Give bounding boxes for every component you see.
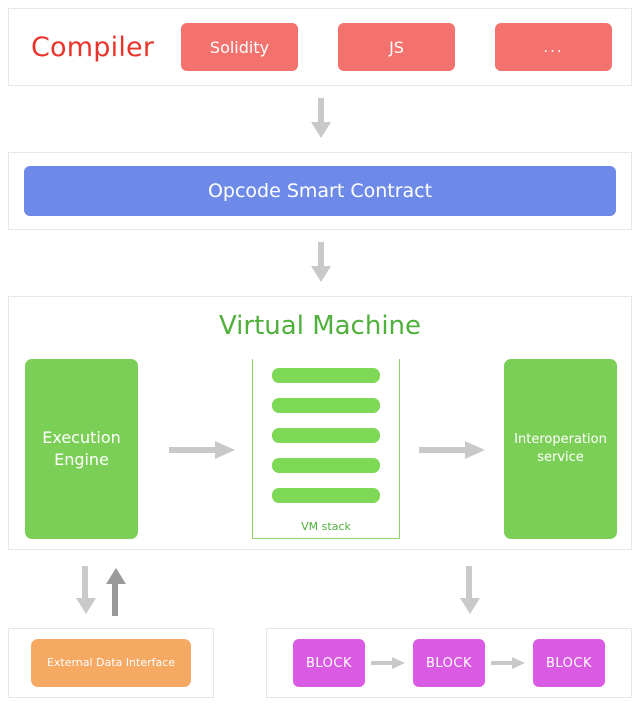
- block-box-2[interactable]: BLOCK: [413, 639, 485, 687]
- block-box-3[interactable]: BLOCK: [533, 639, 605, 687]
- arrow-vm-to-external-down: [76, 566, 96, 614]
- compiler-title: Compiler: [31, 31, 155, 63]
- virtual-machine-panel: Virtual Machine Execution Engine VM stac…: [8, 296, 632, 550]
- lang-box-more[interactable]: ...: [495, 23, 612, 71]
- vm-stack-bar: [272, 488, 380, 503]
- arrow-block-1-to-2: [365, 656, 413, 670]
- vm-stack-bar: [272, 428, 380, 443]
- vm-stack-label: VM stack: [301, 520, 351, 533]
- arrow-vm-to-blockchain: [460, 566, 480, 614]
- opcode-smart-contract-box[interactable]: Opcode Smart Contract: [24, 166, 616, 216]
- external-data-panel: External Data Interface: [8, 628, 214, 698]
- interoperation-service-box[interactable]: Interoperation service: [504, 359, 617, 539]
- opcode-panel: Opcode Smart Contract: [8, 152, 632, 230]
- arrow-compiler-to-opcode: [311, 98, 331, 138]
- vm-stack-container: VM stack: [252, 359, 400, 539]
- arrow-external-to-vm-up: [106, 568, 126, 616]
- vm-stack-bar: [272, 398, 380, 413]
- lang-box-js[interactable]: JS: [338, 23, 455, 71]
- vm-stack-bar: [272, 458, 380, 473]
- compiler-panel: Compiler Solidity JS ...: [8, 8, 632, 86]
- arrow-opcode-to-vm: [311, 242, 331, 282]
- arrow-engine-to-stack: [169, 441, 235, 459]
- external-data-interface-box[interactable]: External Data Interface: [31, 639, 191, 687]
- blockchain-panel: BLOCK BLOCK BLOCK: [266, 628, 632, 698]
- virtual-machine-title: Virtual Machine: [218, 311, 422, 341]
- vm-stack-bar: [272, 368, 380, 383]
- execution-engine-box[interactable]: Execution Engine: [25, 359, 138, 539]
- arrow-stack-to-interop: [419, 441, 485, 459]
- lang-box-solidity[interactable]: Solidity: [181, 23, 298, 71]
- block-box-1[interactable]: BLOCK: [293, 639, 365, 687]
- arrow-block-2-to-3: [485, 656, 533, 670]
